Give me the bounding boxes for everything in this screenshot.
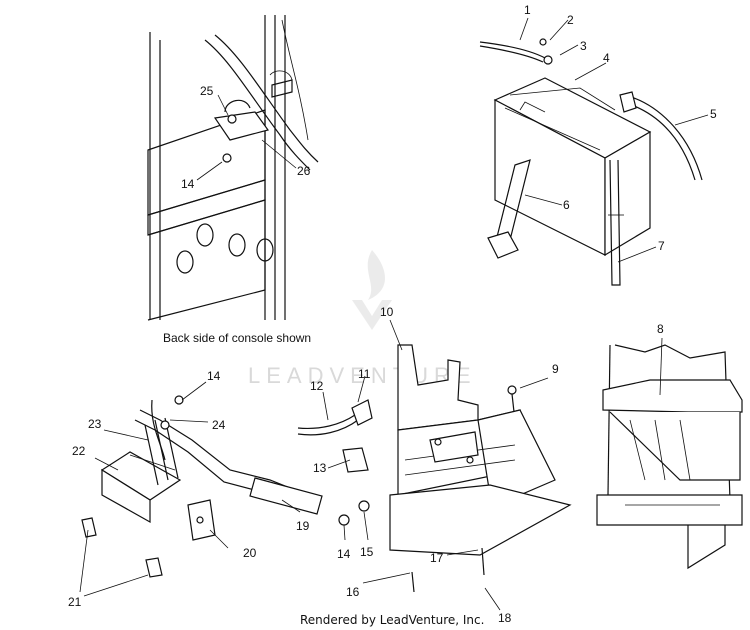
callout-20: 20: [243, 546, 257, 560]
callout-19: 19: [296, 519, 310, 533]
callout-25: 25: [200, 84, 214, 98]
callout-21: 21: [68, 595, 82, 609]
callout-4: 4: [603, 51, 610, 65]
callout-12: 12: [310, 379, 324, 393]
callout-7: 7: [658, 239, 665, 253]
callout-16: 16: [346, 585, 360, 599]
callout-23: 23: [88, 417, 102, 431]
watermark-logo: [352, 250, 392, 330]
callout-15: 15: [360, 545, 374, 559]
callout-18: 18: [498, 611, 512, 625]
callout-8: 8: [657, 322, 664, 336]
callout-14-top: 14: [181, 177, 195, 191]
regulator-assembly: [81, 395, 323, 578]
callout-9: 9: [552, 362, 559, 376]
callout-22: 22: [72, 444, 86, 458]
callout-17: 17: [430, 551, 444, 565]
bracket-assembly: [297, 344, 572, 593]
callout-3: 3: [580, 39, 587, 53]
callout-11: 11: [358, 367, 371, 381]
callout-1: 1: [524, 3, 531, 17]
callout-14-lower: 14: [337, 547, 351, 561]
frame-assembly-top-left: [147, 15, 319, 321]
footer-credit: Rendered by LeadVenture, Inc.: [300, 613, 484, 627]
battery-holder-tray: [596, 344, 743, 570]
callout-5: 5: [710, 107, 717, 121]
console-caption: Back side of console shown: [163, 331, 311, 345]
callout-14-upper: 14: [207, 369, 221, 383]
callout-labels: 1 2 3 4 5 6 7 8 9 10 11 12 13 14 15 16 1…: [68, 3, 717, 625]
callout-6: 6: [563, 198, 570, 212]
callout-2: 2: [567, 13, 574, 27]
callout-13: 13: [313, 461, 327, 475]
leader-lines: [79, 17, 709, 611]
callout-24: 24: [212, 418, 226, 432]
battery-assembly: [479, 38, 703, 286]
callout-26: 26: [297, 164, 311, 178]
callout-10: 10: [380, 305, 394, 319]
